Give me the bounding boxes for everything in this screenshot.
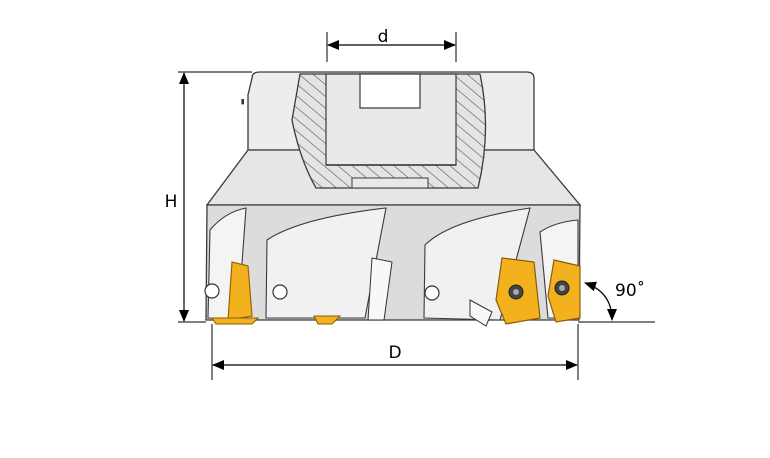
angle-label: 90˚ bbox=[615, 280, 645, 301]
insert-1-edge bbox=[211, 317, 260, 325]
insert-1 bbox=[227, 261, 253, 321]
angle-90: 90˚ bbox=[578, 280, 655, 323]
dim-d-label: d bbox=[378, 27, 389, 47]
dimension-D: D bbox=[211, 324, 579, 380]
wedge-clamp-2 bbox=[469, 299, 493, 327]
insert-4-screw-head bbox=[559, 285, 565, 291]
dim-h-label: H bbox=[165, 192, 178, 212]
screw-hole-1 bbox=[204, 283, 220, 299]
dimension-d: d bbox=[326, 27, 457, 62]
angle-arc bbox=[584, 281, 617, 321]
bore-relief bbox=[351, 177, 429, 189]
inserts bbox=[211, 257, 581, 325]
flute-pocket-2 bbox=[265, 207, 387, 319]
bore-section bbox=[291, 73, 487, 189]
dim-D-label: D bbox=[388, 343, 401, 363]
screw-hole-2 bbox=[272, 284, 288, 300]
insert-2-edge bbox=[313, 315, 342, 325]
screw-hole-3 bbox=[424, 285, 440, 301]
wedge-clamp-1 bbox=[367, 257, 393, 321]
insert-3-screw-head bbox=[513, 289, 519, 295]
dimension-h: H bbox=[165, 71, 252, 323]
bore-key-slot bbox=[359, 73, 421, 109]
body-engraving: ▮ bbox=[240, 97, 245, 107]
